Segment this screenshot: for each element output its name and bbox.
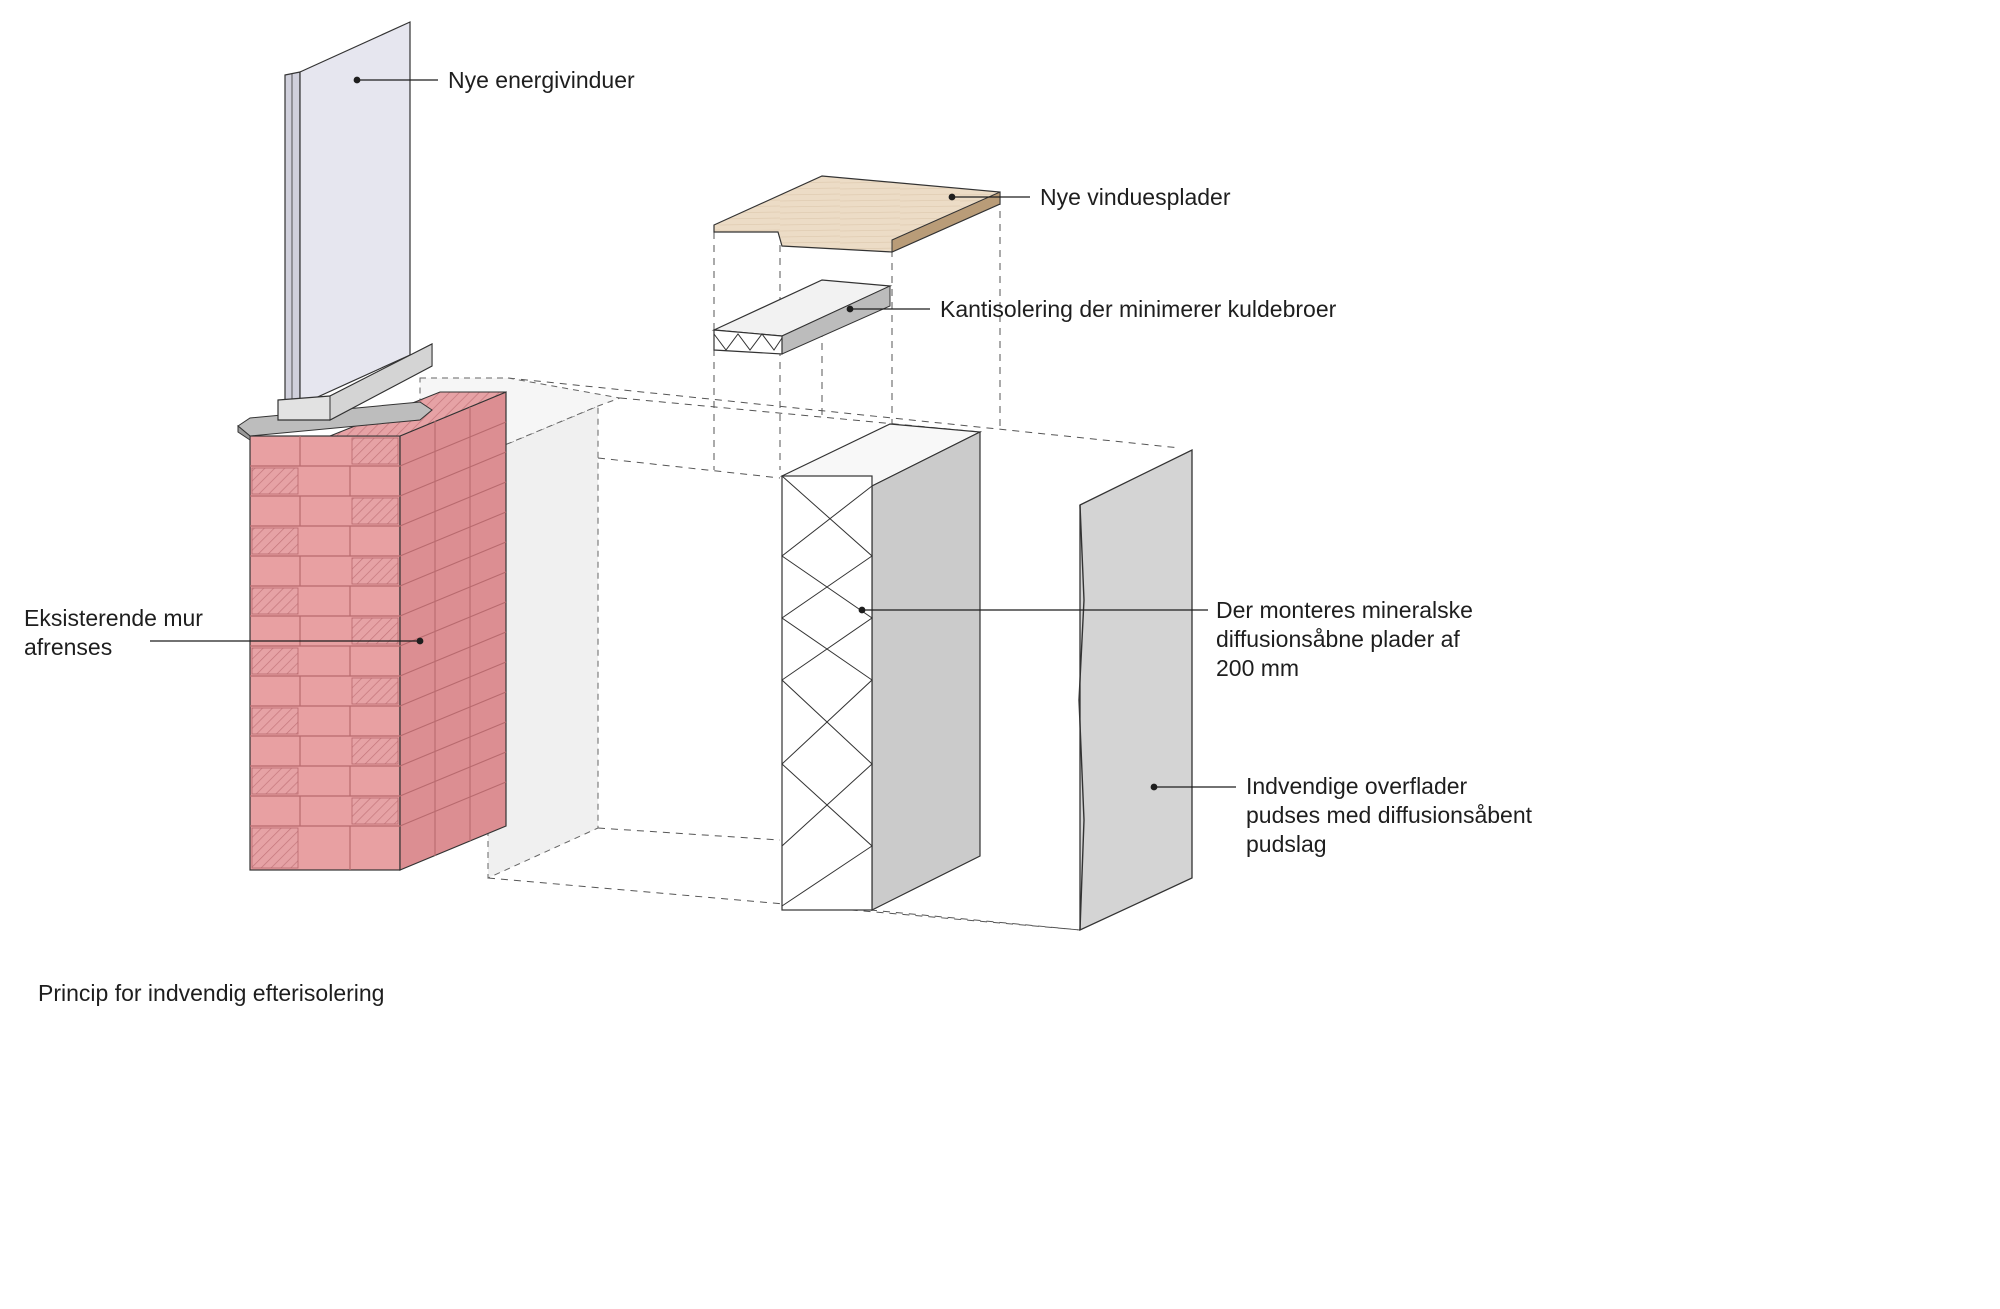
label-interior-surfaces-line1: Indvendige overflader [1246,773,1468,799]
label-existing-wall: Eksisterende mur afrenses [24,604,203,662]
label-interior-surfaces: Indvendige overflader pudses med diffusi… [1246,772,1532,859]
label-new-windows: Nye energivinduer [448,67,635,93]
label-new-sills: Nye vinduesplader [1040,184,1231,210]
window-panel [277,21,433,421]
brick-wall-side [399,391,507,871]
diagram-canvas [150,21,1236,932]
label-interior-surfaces-line2: pudses med diffusionsåbent [1246,802,1532,828]
label-existing-wall-line1: Eksisterende mur [24,605,203,631]
label-mineral-boards: Der monteres mineralske diffusionsåbne p… [1216,596,1473,683]
figure-caption: Princip for indvendig efterisolering [38,980,385,1006]
label-edge-insulation: Kantisolering der minimerer kuldebroer [940,296,1337,322]
brick-wall [249,391,507,871]
label-mineral-boards-line2: diffusionsåbne plader af [1216,626,1460,652]
new-window-sill-board [713,175,1001,253]
interior-plaster-layer [1078,448,1193,932]
edge-insulation-strip [711,279,893,355]
label-interior-surfaces-line3: pudslag [1246,831,1327,857]
leader-lines [150,76,1236,791]
label-mineral-boards-line3: 200 mm [1216,655,1300,681]
label-existing-wall-line2: afrenses [24,634,113,660]
existing-sill [237,401,433,441]
label-mineral-boards-line1: Der monteres mineralske [1216,597,1473,623]
mineral-insulation-block [779,423,983,911]
